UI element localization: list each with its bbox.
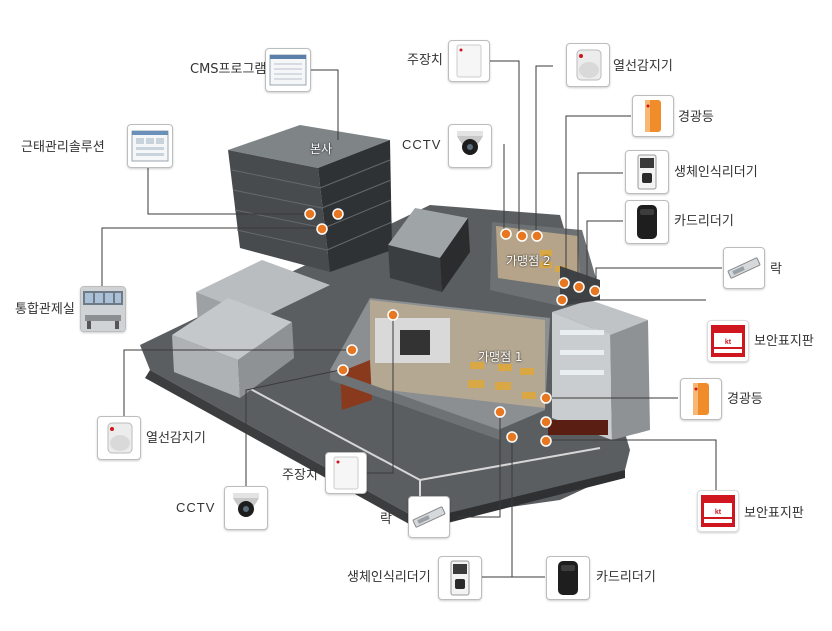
main-unit-bottom-icon — [325, 452, 367, 494]
attendance-solution-icon — [127, 124, 173, 168]
sensor-dots — [304, 208, 601, 447]
control-room-label: 통합관제실 — [15, 302, 75, 317]
left-buildings — [172, 260, 330, 398]
sensor-dot — [540, 416, 552, 428]
sensor-dot — [540, 435, 552, 447]
sensor-dot — [500, 228, 512, 240]
lock-bottom-label: 락 — [380, 512, 392, 527]
sensor-dot — [589, 285, 601, 297]
svg-text:kt: kt — [715, 509, 722, 516]
sensor-dot — [531, 230, 543, 242]
store1-label: 가맹점 1 — [478, 350, 523, 364]
lock-bottom-icon — [408, 496, 450, 538]
bio-reader-top-label: 생체인식리더기 — [674, 165, 758, 180]
main-unit-top-label: 주장치 — [407, 53, 443, 68]
main-unit-top-icon — [448, 40, 490, 82]
sensor-dot — [573, 281, 585, 293]
lock-right-icon — [723, 247, 765, 289]
card-reader-top-icon — [625, 200, 669, 244]
pir-left-icon — [97, 416, 141, 460]
sensor-dot — [332, 208, 344, 220]
security-sign-bottom-label: 보안표지판 — [744, 506, 804, 521]
sensor-dot — [556, 294, 568, 306]
strobe-right-icon — [680, 378, 722, 420]
sensor-dot — [516, 230, 528, 242]
sensor-dot — [494, 406, 506, 418]
cctv-top-label: CCTV — [402, 137, 442, 152]
sensor-dot — [540, 392, 552, 404]
card-reader-top-label: 카드리더기 — [674, 214, 734, 229]
cctv-bottom-icon — [224, 486, 268, 530]
store2-label: 가맹점 2 — [506, 254, 551, 268]
sensor-dot — [304, 208, 316, 220]
attendance-solution-label: 근태관리솔루션 — [21, 140, 105, 155]
pir-top-label: 열선감지기 — [613, 59, 673, 74]
security-sign-top-label: 보안표지판 — [754, 334, 814, 349]
sensor-dot — [387, 309, 399, 321]
lock-right-label: 락 — [770, 262, 782, 277]
strobe-top-label: 경광등 — [678, 110, 714, 125]
pir-top-icon — [566, 43, 610, 87]
control-room-icon — [80, 286, 126, 332]
strobe-top-icon — [632, 95, 674, 137]
store1-cutaway — [330, 298, 550, 440]
cms-program-label: CMS프로그램 — [190, 62, 267, 77]
right-building — [548, 300, 650, 440]
store2-cutaway — [490, 222, 600, 306]
bio-reader-top-icon — [625, 150, 669, 194]
bio-reader-bottom-label: 생체인식리더기 — [347, 570, 431, 585]
hq-label: 본사 — [310, 142, 333, 156]
bio-reader-bottom-icon — [438, 556, 482, 600]
cms-program-icon — [265, 48, 311, 92]
sensor-dot — [558, 277, 570, 289]
strobe-right-label: 경광등 — [727, 392, 763, 407]
middle-building — [388, 208, 470, 292]
card-reader-bottom-icon — [546, 556, 590, 600]
security-sign-bottom-icon: kt — [697, 490, 739, 532]
sensor-dot — [337, 364, 349, 376]
sensor-dot — [506, 431, 518, 443]
sensor-dot — [316, 223, 328, 235]
card-reader-bottom-label: 카드리더기 — [596, 570, 656, 585]
pir-left-label: 열선감지기 — [146, 431, 206, 446]
cctv-top-icon — [448, 124, 492, 168]
sensor-dot — [346, 344, 358, 356]
hq-building — [228, 125, 393, 272]
cctv-bottom-label: CCTV — [176, 500, 216, 515]
svg-text:kt: kt — [725, 339, 732, 346]
main-unit-bottom-label: 주장치 — [282, 468, 318, 483]
security-sign-top-icon: kt — [707, 320, 749, 362]
